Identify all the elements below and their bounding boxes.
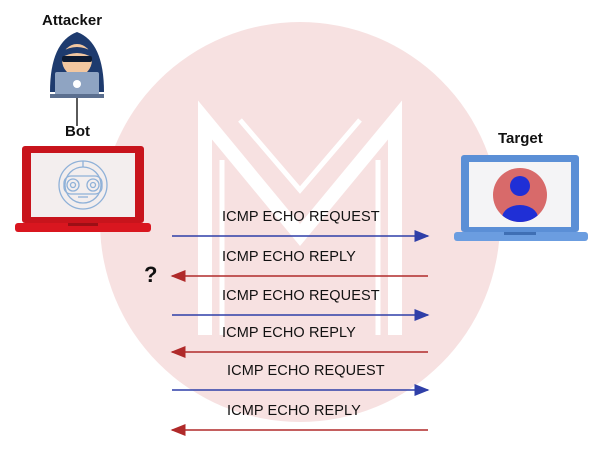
arrow-group bbox=[170, 230, 430, 436]
bot-label: Bot bbox=[65, 123, 90, 140]
attacker-label: Attacker bbox=[42, 12, 103, 29]
watermark-logo bbox=[100, 22, 500, 422]
message-label: ICMP ECHO REQUEST bbox=[227, 363, 385, 379]
robot-laptop-icon bbox=[15, 146, 151, 232]
message-label: ICMP ECHO REPLY bbox=[227, 403, 361, 419]
message-label: ICMP ECHO REQUEST bbox=[222, 288, 380, 304]
target-label: Target bbox=[498, 130, 543, 147]
hacker-icon bbox=[50, 32, 104, 126]
unknown-marker: ? bbox=[144, 262, 158, 287]
message-label: ICMP ECHO REQUEST bbox=[222, 209, 380, 225]
user-laptop-icon bbox=[454, 155, 588, 241]
message-label: ICMP ECHO REPLY bbox=[222, 325, 356, 341]
message-label: ICMP ECHO REPLY bbox=[222, 249, 356, 265]
